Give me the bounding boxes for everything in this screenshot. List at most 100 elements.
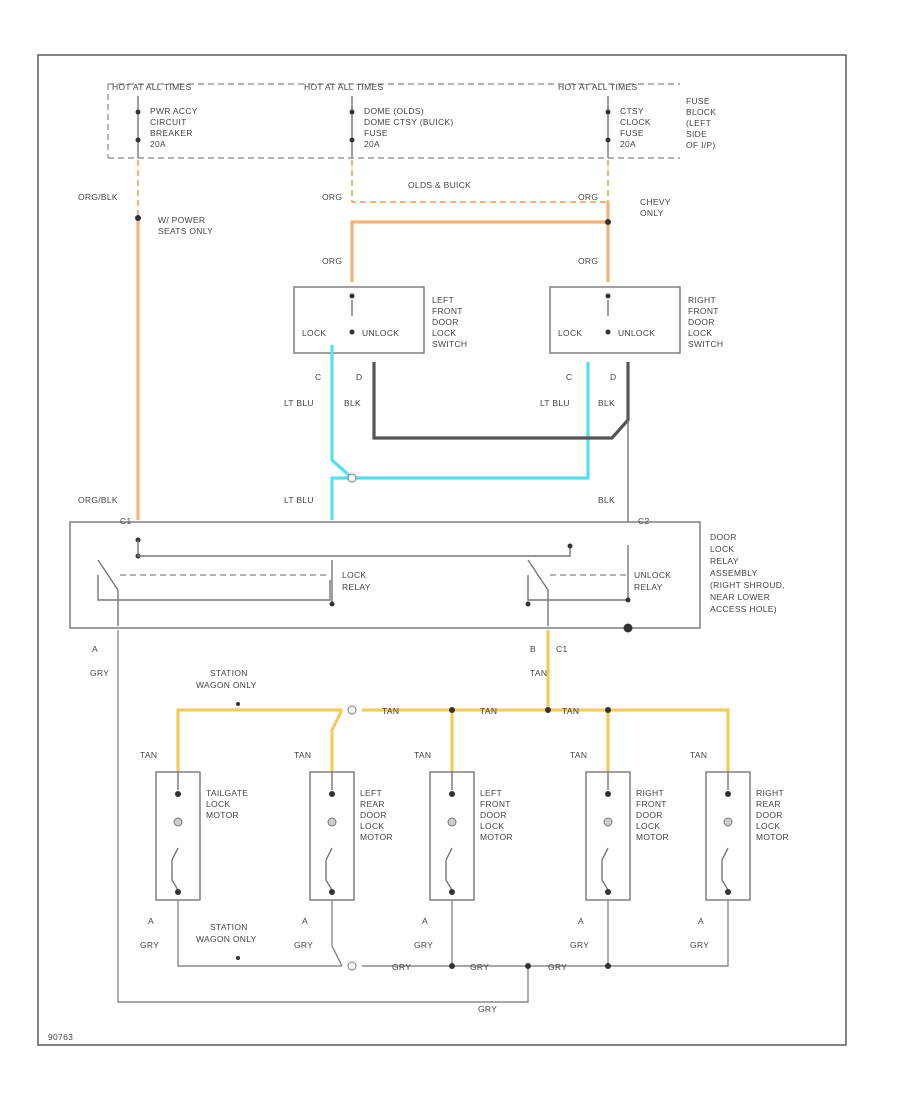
motor-desc-line: MOTOR	[480, 832, 513, 842]
motor-desc-line: LOCK	[756, 821, 780, 831]
breaker-line-4: 20A	[150, 139, 166, 149]
splice-org-blk	[135, 215, 141, 221]
ground-point	[623, 623, 633, 633]
switch-left-desc-3: DOOR	[432, 317, 459, 327]
label-gry-b: GRY	[470, 962, 489, 972]
fuse-block-outline	[107, 83, 680, 159]
label-sw-bot-1: STATION	[210, 922, 248, 932]
motor-switch	[445, 847, 453, 891]
relay-pin-a: A	[92, 644, 98, 654]
motor-desc-line: MOTOR	[206, 810, 239, 820]
label-chevy-1: CHEVY	[640, 197, 671, 207]
dome-line-2: DOME CTSY (BUICK)	[364, 117, 453, 127]
motor-switch	[325, 847, 333, 891]
label-org-ls: ORG	[322, 256, 342, 266]
wire-lt-blu	[330, 345, 590, 520]
label-tan-a: TAN	[382, 706, 399, 716]
dome-fuse: DOME (OLDS) DOME CTSY (BUICK) FUSE 20A	[349, 96, 453, 158]
motor-desc-line: LOCK	[636, 821, 660, 831]
breaker-line-3: BREAKER	[150, 128, 193, 138]
switch-left-lock: LOCK	[302, 328, 326, 338]
switch-right-pin-c: C	[566, 372, 572, 382]
motor-terminal-top	[725, 791, 731, 797]
dome-line-1: DOME (OLDS)	[364, 106, 424, 116]
right-front-door-lock-switch: LOCK UNLOCK RIGHT FRONT DOOR LOCK SWITCH…	[549, 286, 723, 382]
motor-desc-line: DOOR	[756, 810, 783, 820]
motor-desc-line: LOCK	[480, 821, 504, 831]
wire-org-dashed-olds	[351, 160, 608, 203]
label-org-left: ORG	[322, 192, 342, 202]
motor-desc-line: REAR	[360, 799, 385, 809]
label-org-blk-relay: ORG/BLK	[78, 495, 118, 505]
fuse-block-label: FUSE BLOCK (LEFT SIDE OF I/P)	[686, 96, 716, 150]
connector-gry	[347, 961, 357, 971]
fuse-block-line-4: SIDE	[686, 129, 707, 139]
switch-left-desc-1: LEFT	[432, 295, 454, 305]
motor-pin-label: A	[422, 916, 428, 926]
label-org-blk: ORG/BLK	[78, 192, 118, 202]
motor-icon	[723, 817, 733, 827]
motor-icon	[447, 817, 457, 827]
motor-desc-line: MOTOR	[756, 832, 789, 842]
label-lt-blu-r: LT BLU	[540, 398, 570, 408]
motor-gry-label: GRY	[140, 940, 159, 950]
splice-gry-2	[525, 963, 531, 969]
unlock-relay-2: RELAY	[634, 582, 663, 592]
label-blk-r: BLK	[598, 398, 615, 408]
motor-desc-line: LEFT	[360, 788, 382, 798]
fuse-block-line-3: (LEFT	[686, 118, 711, 128]
motor-tan-label: TAN	[294, 750, 311, 760]
hot-label-center: HOT AT ALL TIMES	[304, 82, 383, 92]
relay-pin-c1: C1	[120, 516, 131, 526]
label-blk-relay: BLK	[598, 495, 615, 505]
hot-label-left: HOT AT ALL TIMES	[112, 82, 191, 92]
motor-icon	[173, 817, 183, 827]
switch-right-lock: LOCK	[558, 328, 582, 338]
label-blk-l: BLK	[344, 398, 361, 408]
relay-pin-c1b: C1	[556, 644, 567, 654]
relay-desc-5: (RIGHT SHROUD,	[710, 580, 785, 590]
motor-desc-line: TAILGATE	[206, 788, 248, 798]
switch-right-desc-5: SWITCH	[688, 339, 723, 349]
label-tan-b: TAN	[480, 706, 497, 716]
relay-pin-b: B	[530, 644, 536, 654]
wire-blk	[372, 362, 630, 440]
relay-pin-c2: C2	[638, 516, 649, 526]
switch-right-desc-2: FRONT	[688, 306, 719, 316]
ctsy-fuse: CTSY CLOCK FUSE 20A	[605, 96, 651, 158]
ctsy-line-3: FUSE	[620, 128, 644, 138]
motor-desc-line: DOOR	[360, 810, 387, 820]
motor-gry-label: GRY	[690, 940, 709, 950]
switch-left-desc-4: LOCK	[432, 328, 456, 338]
motor-pin-label: A	[148, 916, 154, 926]
motor-terminal-top	[175, 791, 181, 797]
station-wagon-mark-bot	[236, 956, 240, 960]
diagram-frame	[37, 54, 847, 1046]
motors-layer: TANAGRYTAILGATELOCKMOTORTANAGRYLEFTREARD…	[140, 750, 789, 950]
fuse-block-line-5: OF I/P)	[686, 140, 716, 150]
relay-desc-2: LOCK	[710, 544, 734, 554]
label-tan-c: TAN	[562, 706, 579, 716]
connector-blu	[347, 473, 357, 483]
label-sw-bot-2: WAGON ONLY	[196, 934, 257, 944]
wire-gry-bottom	[177, 900, 729, 967]
splice-gry-1	[449, 963, 455, 969]
connector-tan	[347, 705, 357, 715]
motor-desc-line: RIGHT	[756, 788, 784, 798]
relay-desc-4: ASSEMBLY	[710, 568, 758, 578]
motor-terminal-bottom	[725, 889, 731, 895]
station-wagon-mark-top	[236, 702, 240, 706]
motor-tan-label: TAN	[414, 750, 431, 760]
dome-line-3: FUSE	[364, 128, 388, 138]
fuse-block-line-1: FUSE	[686, 96, 710, 106]
motor-tan-label: TAN	[690, 750, 707, 760]
wire-gry-bus	[117, 630, 529, 1003]
circuit-breaker: PWR ACCY CIRCUIT BREAKER 20A	[135, 96, 197, 158]
ctsy-line-2: CLOCK	[620, 117, 651, 127]
switch-left-desc-2: FRONT	[432, 306, 463, 316]
